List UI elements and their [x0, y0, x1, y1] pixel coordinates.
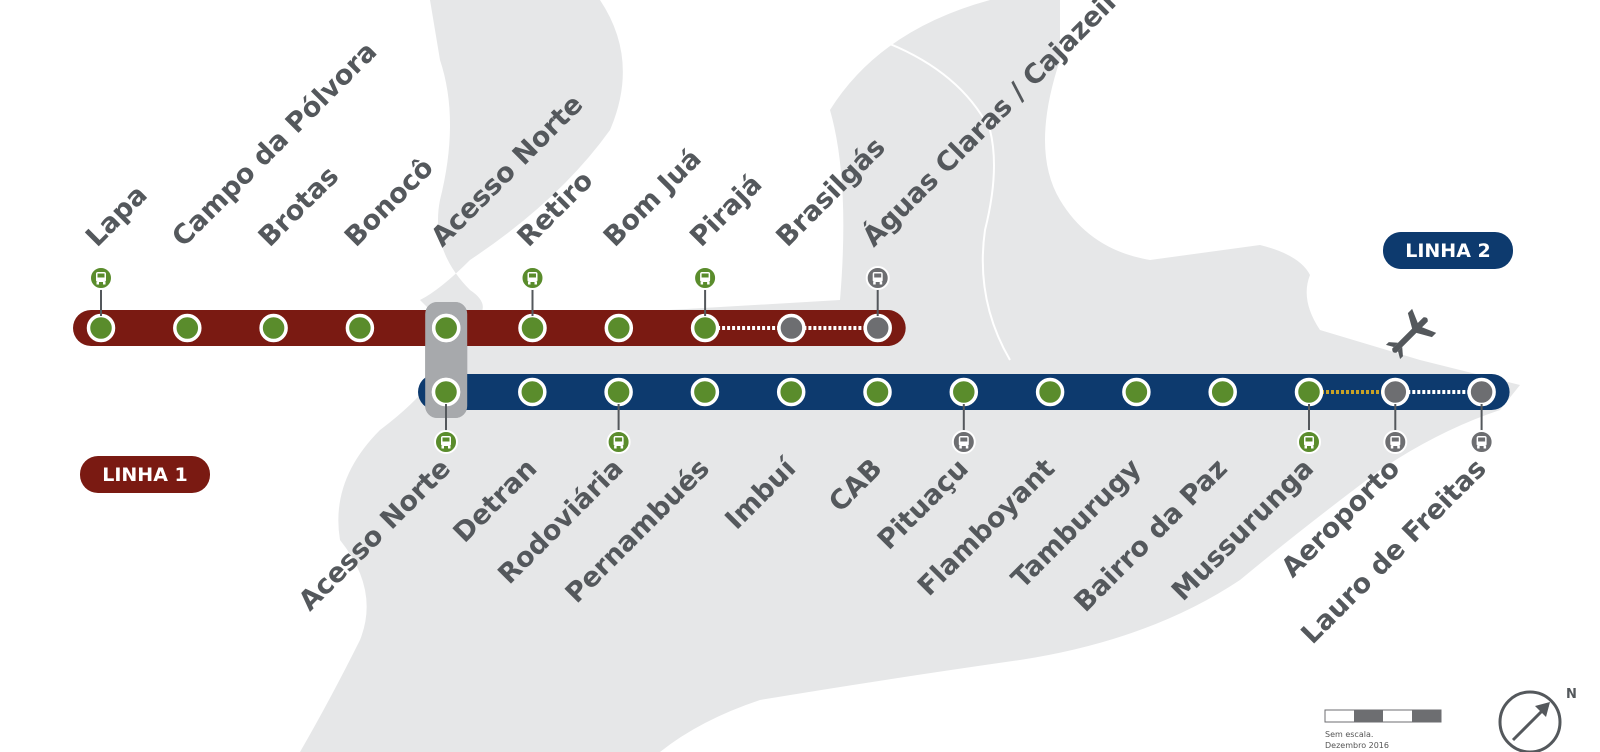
bus-icon-wheel	[873, 282, 876, 285]
bus-icon-window	[1478, 437, 1486, 442]
bus-icon-window	[701, 273, 709, 278]
line2-station-dot[interactable]	[604, 377, 633, 407]
boundary-lines	[879, 39, 1011, 361]
date-text: Dezembro 2016	[1325, 741, 1389, 750]
scale-bar: Sem escala. Dezembro 2016	[1324, 709, 1442, 750]
bus-icon-window	[97, 273, 105, 278]
compass-icon: N	[1498, 687, 1577, 752]
bus-icon-window	[874, 273, 882, 278]
bus-icon-window	[1391, 437, 1399, 442]
line2-station-dot[interactable]	[431, 377, 461, 407]
line2-station-dot[interactable]	[1122, 377, 1151, 407]
bus-icon-wheel	[1483, 446, 1487, 449]
compass-north-label: N	[1566, 687, 1577, 702]
bus-icon-wheel	[534, 282, 537, 285]
bus-icon-wheel	[879, 282, 883, 285]
bus-icon-wheel	[700, 282, 704, 285]
bus-icon-window	[615, 437, 623, 442]
bus-icon-window	[529, 273, 536, 278]
line1-badge-label: LINHA 1	[102, 464, 188, 486]
bus-icon-wheel	[614, 446, 617, 449]
bus-icon-wheel	[959, 446, 962, 449]
bus-icon-wheel	[448, 446, 451, 449]
airplane-icon	[1385, 308, 1437, 360]
bus-icon-wheel	[1304, 446, 1307, 449]
bus-icon-wheel	[965, 446, 969, 449]
line1-station-label: Pirajá	[684, 169, 768, 253]
line2-badge-label: LINHA 2	[1405, 240, 1491, 262]
bus-icon-wheel	[103, 282, 106, 285]
line1-station-dot[interactable]	[863, 313, 892, 343]
line2-station-dot[interactable]	[690, 377, 720, 407]
line1-station-dot[interactable]	[518, 313, 547, 343]
bus-icon-wheel	[1390, 446, 1394, 449]
line1-station-dot[interactable]	[259, 313, 288, 343]
bus-icon-window	[442, 437, 450, 442]
line2-station-dot[interactable]	[1467, 377, 1496, 407]
scale-text: Sem escala.	[1325, 730, 1373, 739]
line1-station-dot[interactable]	[86, 313, 116, 343]
bus-icon-wheel	[1397, 446, 1400, 449]
bus-icon-wheel	[707, 282, 710, 285]
line1-station-dot[interactable]	[604, 313, 634, 343]
stations-layer	[86, 266, 1496, 454]
line2-station-dot[interactable]	[776, 377, 806, 407]
bus-icon-wheel	[620, 446, 624, 449]
line1-station-label: Lapa	[80, 179, 154, 253]
bus-icon-wheel	[528, 282, 531, 285]
bus-icon-window	[1305, 437, 1313, 442]
bus-icon-window	[960, 437, 968, 442]
line1-station-dot[interactable]	[173, 313, 202, 343]
line1-station-dot[interactable]	[690, 313, 720, 343]
bus-icon-wheel	[96, 282, 99, 285]
line2-station-dot[interactable]	[1208, 377, 1237, 407]
bus-icon-wheel	[1477, 446, 1480, 449]
bus-icon-wheel	[1311, 446, 1314, 449]
line2-station-dot[interactable]	[518, 377, 547, 407]
line2-station-dot[interactable]	[949, 377, 979, 407]
line2-station-dot[interactable]	[1035, 377, 1065, 407]
line2-station-dot[interactable]	[1294, 377, 1324, 407]
line2-badge: LINHA 2	[1383, 232, 1513, 269]
line2-station-dot[interactable]	[863, 377, 892, 407]
line1-station-dot[interactable]	[431, 313, 461, 343]
line1-station-label: Bonocô	[339, 152, 440, 253]
line2-station-dot[interactable]	[1381, 377, 1410, 407]
bus-icon-wheel	[441, 446, 444, 449]
line1-station-dot[interactable]	[777, 313, 806, 343]
line1-badge: LINHA 1	[80, 456, 210, 493]
line1-station-dot[interactable]	[345, 313, 375, 343]
